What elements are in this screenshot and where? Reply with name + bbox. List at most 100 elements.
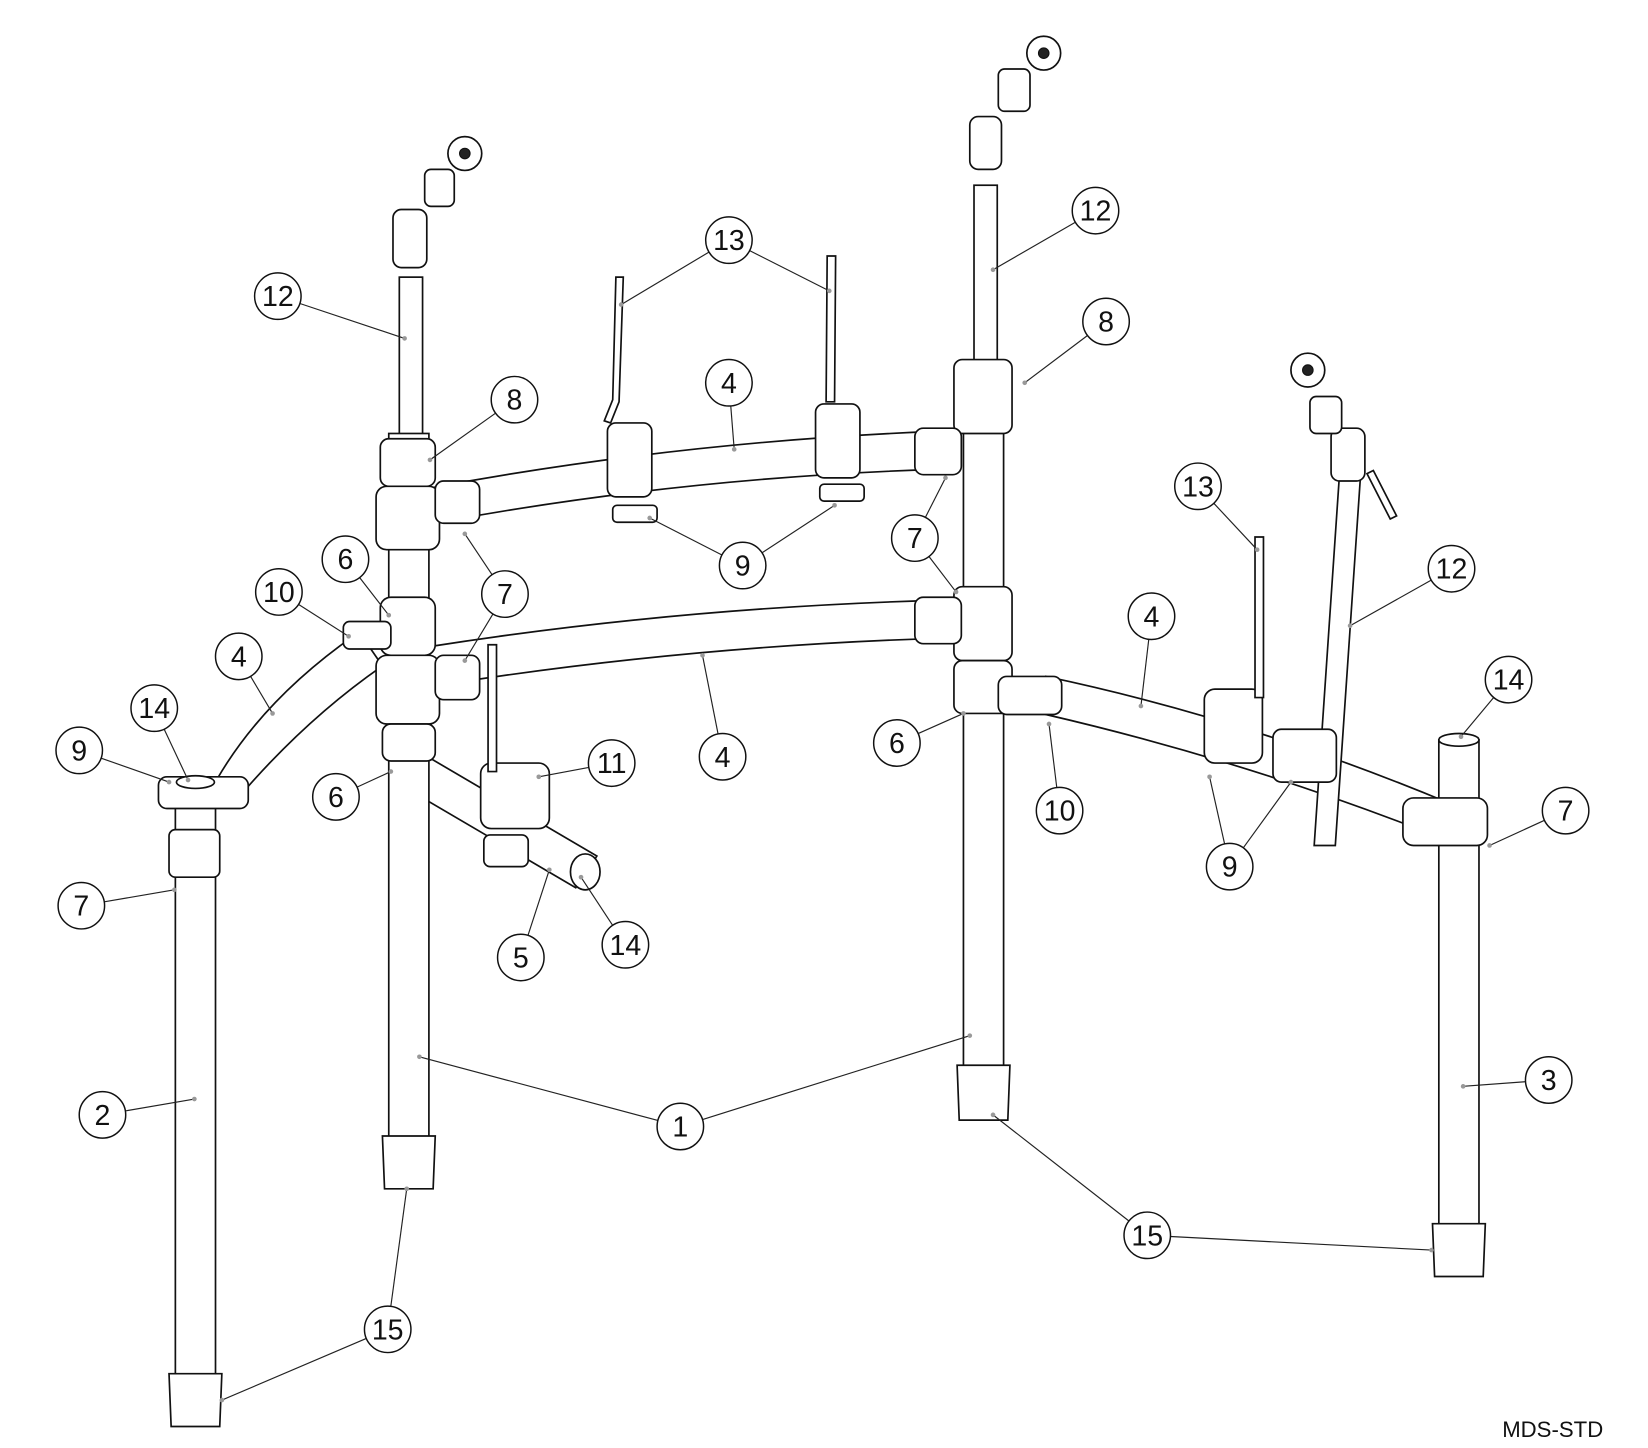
callout-number: 13	[713, 225, 745, 257]
model-label: MDS-STD	[1502, 1417, 1603, 1442]
leader-line	[1242, 781, 1292, 849]
leader-line	[104, 889, 175, 903]
leader-line	[1463, 1081, 1526, 1087]
callout-number: 9	[735, 551, 751, 583]
leader-dot	[1458, 734, 1464, 740]
callout-circle	[480, 570, 529, 619]
callout-circle	[1082, 297, 1131, 346]
leader-line	[464, 533, 493, 576]
center-cymbal-pole	[973, 184, 999, 368]
foot-left-rear	[381, 1135, 437, 1190]
callout-number: 6	[328, 782, 344, 814]
part-callout-2: 2	[78, 1090, 127, 1139]
leader-line	[1460, 697, 1495, 738]
callout-circle	[1123, 1211, 1172, 1260]
leader-dot	[731, 447, 737, 452]
leader-line	[580, 876, 614, 926]
callout-circle	[656, 1102, 705, 1151]
callout-number: 4	[231, 641, 247, 673]
callout-number: 12	[1080, 196, 1112, 228]
leader-lines	[100, 221, 1545, 1403]
callout-number: 14	[1493, 665, 1525, 697]
callout-number: 12	[262, 281, 294, 313]
leader-line	[250, 676, 274, 714]
leader-line	[538, 766, 589, 778]
callout-circle	[1035, 786, 1084, 835]
leader-dot	[967, 1033, 973, 1038]
foot-right-front	[1431, 1222, 1487, 1278]
part-callout-12: 12	[1071, 186, 1120, 235]
leader-dot	[185, 777, 191, 783]
leader-line	[419, 1056, 659, 1122]
leader-line	[1140, 639, 1150, 707]
callout-circle	[55, 726, 104, 775]
part-callout-14: 14	[130, 684, 179, 733]
callout-number: 14	[610, 930, 642, 962]
leader-line	[924, 477, 947, 518]
leader-dot	[427, 457, 433, 463]
callout-circle	[718, 541, 767, 590]
part-callout-15: 15	[363, 1305, 412, 1354]
leader-dot	[462, 658, 468, 663]
leader-dot	[402, 336, 407, 341]
leader-line	[429, 412, 496, 461]
part-callout-7: 7	[890, 514, 939, 563]
leader-line	[298, 603, 349, 637]
part-callout-13: 13	[1173, 462, 1222, 511]
callout-circle	[321, 535, 370, 584]
leader-line	[1209, 776, 1226, 845]
leader-line	[1048, 723, 1058, 788]
callout-circle	[704, 216, 753, 265]
callout-circle	[311, 772, 360, 821]
part-callout-8: 8	[490, 375, 539, 424]
leader-dot	[943, 475, 948, 481]
leader-line	[1024, 335, 1088, 384]
leader-dot	[171, 887, 177, 893]
part-callout-10: 10	[1035, 786, 1084, 835]
callout-circle	[254, 567, 303, 616]
callout-number: 9	[71, 735, 87, 767]
leader-line	[1349, 579, 1432, 627]
leader-line	[620, 251, 710, 306]
callout-circle	[78, 1090, 127, 1139]
callout-circle	[698, 732, 747, 781]
callout-number: 12	[1436, 554, 1468, 586]
callout-circle	[363, 1305, 412, 1354]
leader-dot	[826, 288, 832, 294]
part-callout-9: 9	[55, 726, 104, 775]
leader-dot	[953, 589, 959, 595]
leader-line	[299, 302, 405, 339]
leader-line	[390, 1188, 408, 1307]
callout-number: 8	[1098, 307, 1114, 339]
leader-line	[702, 1035, 970, 1121]
leader-dot	[1046, 721, 1052, 727]
leader-line	[649, 517, 723, 556]
part-callout-13: 13	[704, 216, 753, 265]
left-cymbal-pole	[398, 276, 424, 437]
callout-number: 13	[1182, 471, 1214, 503]
leader-dot	[647, 515, 653, 521]
callout-number: 15	[1131, 1220, 1163, 1252]
part-callout-10: 10	[254, 567, 303, 616]
part-callout-7: 7	[1541, 786, 1590, 835]
part-callout-4: 4	[1127, 592, 1176, 641]
leader-dot	[417, 1054, 422, 1060]
leader-line	[761, 504, 835, 554]
leader-line	[730, 405, 735, 450]
leader-line	[356, 771, 392, 788]
part-callout-7: 7	[57, 881, 106, 930]
part-callout-4: 4	[704, 358, 753, 407]
leader-dot	[1207, 774, 1212, 780]
leader-line	[125, 1098, 195, 1112]
leader-dot	[166, 779, 172, 785]
part-callout-12: 12	[1427, 544, 1476, 593]
callout-number: 4	[715, 742, 731, 774]
callout-number: 6	[338, 544, 354, 576]
leader-dot	[388, 769, 394, 774]
callout-circle	[1484, 655, 1533, 704]
part-callout-4: 4	[698, 732, 747, 781]
callout-number: 8	[507, 385, 523, 417]
rack-frame	[157, 35, 1489, 1428]
leader-dot	[462, 531, 468, 537]
